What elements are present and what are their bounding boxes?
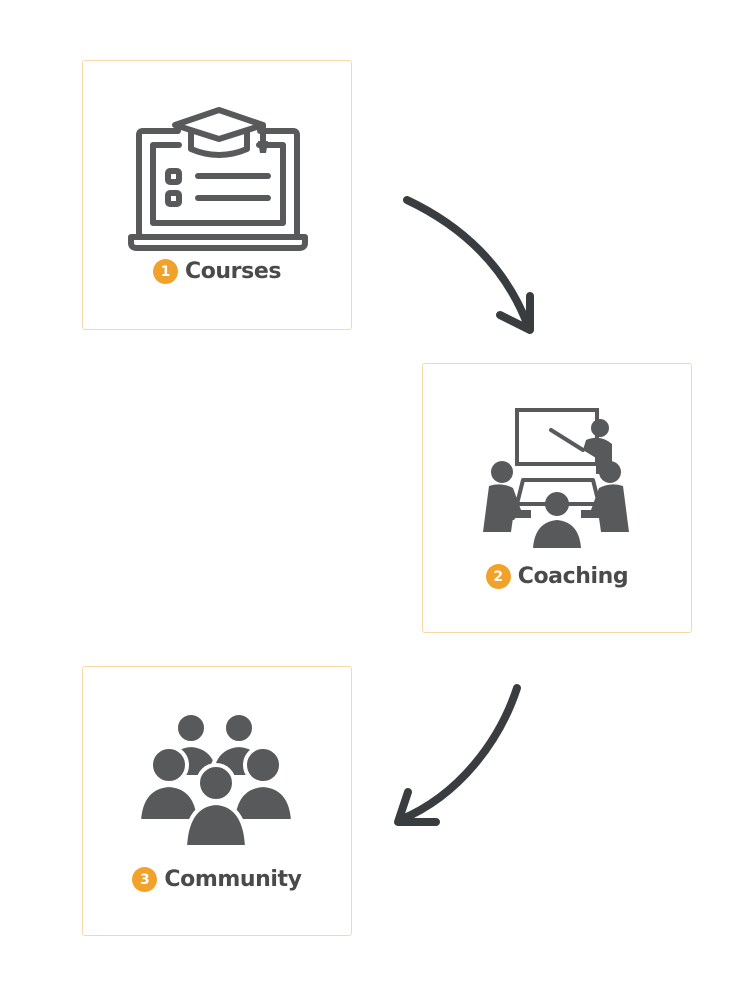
coaching-presentation-icon (483, 408, 629, 548)
step-card-community: 3 Community (82, 666, 352, 936)
step-label-row: 1 Courses (83, 259, 351, 284)
step-label-coaching: Coaching (517, 564, 629, 589)
step-number-badge: 3 (132, 867, 158, 892)
step-label-row: 2 Coaching (423, 564, 691, 589)
step-number-badge: 2 (485, 564, 511, 589)
step-number-badge: 1 (152, 259, 178, 284)
step-label-courses: Courses (184, 259, 282, 284)
arrow-courses-to-coaching (403, 196, 534, 334)
laptop-graduation-cap-icon (128, 107, 308, 251)
arrow-coaching-to-community (394, 684, 521, 826)
step-label-community: Community (164, 867, 302, 892)
step-label-row: 3 Community (83, 867, 351, 892)
community-group-icon (136, 711, 296, 849)
step-card-courses: 1 Courses (82, 60, 352, 330)
step-card-coaching: 2 Coaching (422, 363, 692, 633)
